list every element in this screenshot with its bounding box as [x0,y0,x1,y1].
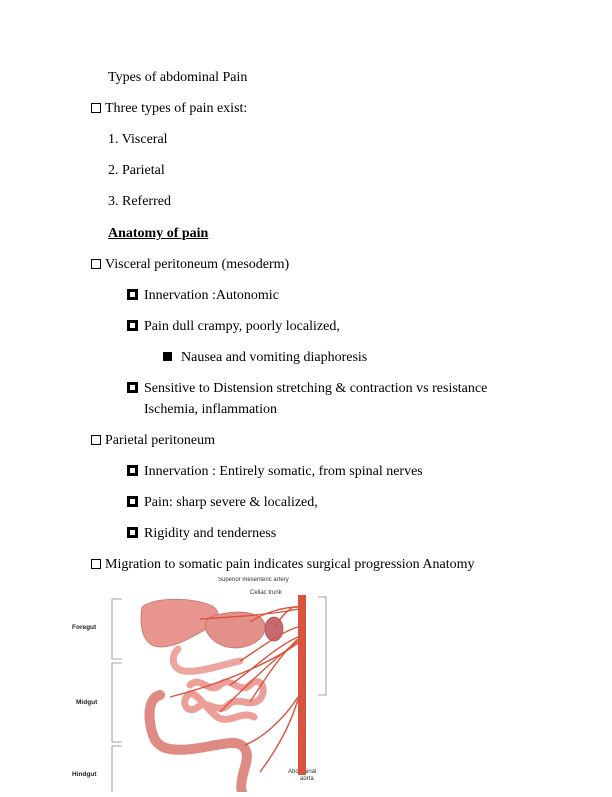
spleen-shape [264,616,284,642]
type-item-parietal: 2. Parietal [108,163,165,178]
parietal-item: Parietal peritoneum [91,433,215,449]
parietal-rigidity-text: Rigidity and tenderness [144,526,277,541]
square-bullet-icon [127,496,138,507]
colon-shape [144,690,252,797]
parietal-pain-item: Pain: sharp severe & localized, [127,495,318,511]
intro-item: Three types of pain exist: [91,101,247,117]
page-title: Types of abdominal Pain [108,70,248,85]
square-bullet-icon [127,320,138,331]
parietal-innervation-item: Innervation : Entirely somatic, from spi… [127,464,423,480]
square-bullet-icon [127,382,138,393]
visceral-innervation-text: Innervation :Autonomic [144,288,279,303]
visceral-item: Visceral peritoneum (mesoderm) [91,257,289,273]
visceral-sensitive-continuation: Ischemia, inflammation [144,402,277,417]
migration-text: Migration to somatic pain indicates surg… [105,557,475,572]
parietal-pain-text: Pain: sharp severe & localized, [144,495,318,510]
type-item-referred: 3. Referred [108,194,171,209]
square-bullet-icon [127,527,138,538]
foregut-label: Foregut [72,624,97,631]
type-item-visceral: 1. Visceral [108,132,168,147]
filled-square-bullet-icon [163,352,172,361]
square-bullet-icon [127,289,138,300]
visceral-sensitive-text-1: Sensitive to Distension stretching & con… [144,381,488,396]
checkbox-bullet-icon [91,435,101,445]
parietal-innervation-text: Innervation : Entirely somatic, from spi… [144,464,423,479]
migration-item: Migration to somatic pain indicates surg… [91,557,475,573]
aorta-shape [298,595,306,775]
hindgut-label: Hindgut [72,771,97,778]
region-brackets [111,596,327,792]
visceral-pain-text: Pain dull crampy, poorly localized, [144,319,340,334]
visceral-pain-item: Pain dull crampy, poorly localized, [127,319,340,335]
nausea-text: Nausea and vomiting diaphoresis [181,350,368,365]
visceral-innervation-item: Innervation :Autonomic [127,288,279,304]
checkbox-bullet-icon [91,559,101,569]
gut-anatomy-illustration: Foregut Midgut Hindgut Superior mesenter… [72,577,327,797]
duodenum-shape [169,645,244,675]
sma-label: Superior mesenteric artery [218,577,289,583]
nausea-item: Nausea and vomiting diaphoresis [163,350,367,366]
checkbox-bullet-icon [91,103,101,113]
visceral-label: Visceral peritoneum (mesoderm) [105,257,290,272]
midgut-label: Midgut [76,699,98,706]
gut-arterial-supply-figure: Foregut Midgut Hindgut Superior mesenter… [60,577,350,797]
parietal-rigidity-item: Rigidity and tenderness [127,526,276,542]
visceral-sensitive-item: Sensitive to Distension stretching & con… [127,381,487,397]
arterial-branches [169,606,299,773]
intro-text: Three types of pain exist: [105,101,248,116]
square-bullet-icon [127,465,138,476]
anatomy-heading: Anatomy of pain [108,226,209,241]
celiac-trunk-label: Celiac trunk [250,590,283,596]
aorta-label-line-2: aorta [300,776,314,782]
checkbox-bullet-icon [91,259,101,269]
parietal-label: Parietal peritoneum [105,433,216,448]
